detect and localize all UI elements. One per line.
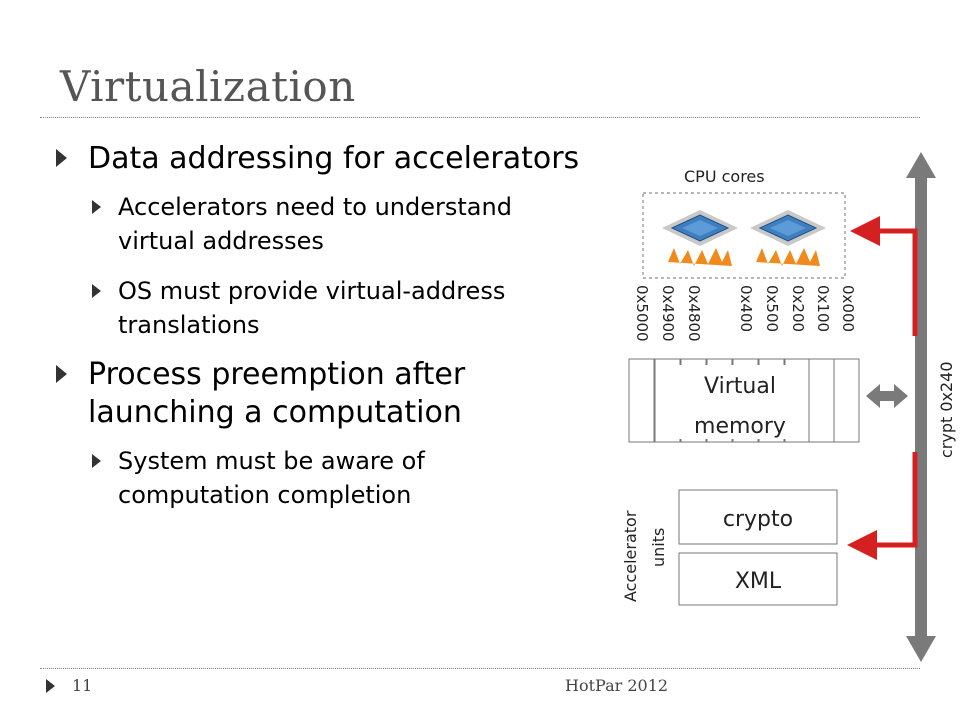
title-divider	[40, 117, 920, 118]
sub-bullet-line: translations	[118, 311, 260, 339]
crypto-accelerator-box	[678, 489, 838, 545]
sub-bullet-line: System must be aware of	[118, 447, 425, 475]
memory-address-label: 0x200	[789, 285, 807, 332]
cpu-cores-label: CPU cores	[684, 167, 765, 186]
bullet-process-preemption: Process preemption after launching a com…	[50, 356, 650, 432]
accelerator-units-label: units	[649, 528, 668, 567]
memory-address-label: 0x000	[839, 285, 857, 332]
memory-address-label: 0x500	[763, 285, 781, 332]
sub-bullet-line: virtual addresses	[118, 227, 324, 255]
bullet-text: Data addressing for accelerators	[88, 141, 580, 176]
xml-accelerator-box	[678, 552, 838, 606]
memory-address-label: 0x400	[737, 285, 755, 332]
sub-bullet-line: OS must provide virtual-address	[118, 277, 506, 305]
bullet-line: Process preemption after	[88, 357, 466, 392]
xml-accelerator-label: XML	[735, 569, 782, 594]
footer-triangle-icon	[46, 679, 55, 693]
page-number: 11	[72, 676, 93, 695]
bullet-list: Data addressing for accelerators Acceler…	[50, 140, 650, 512]
sub-bullet-triangle-icon	[92, 200, 101, 214]
system-bus	[906, 152, 936, 662]
memory-address-label: 0x4900	[659, 285, 677, 342]
bullet-line: launching a computation	[88, 395, 462, 430]
memory-address-label: 0x5000	[633, 285, 651, 342]
bullet-data-addressing: Data addressing for accelerators	[50, 140, 650, 178]
accelerator-units-label: Accelerator	[621, 510, 640, 602]
virtual-memory	[628, 358, 860, 443]
footer-divider	[40, 668, 920, 669]
bullet-triangle-icon	[56, 365, 67, 383]
memory-bus-arrow	[866, 384, 908, 408]
accelerator-bus-arrow	[847, 452, 918, 560]
slide-title: Virtualization	[60, 62, 356, 111]
bus-label: crypt 0x240	[937, 361, 956, 458]
cpu-chip-icon	[750, 210, 826, 266]
sub-bullet-os: OS must provide virtual-address translat…	[50, 274, 650, 342]
sub-bullet-triangle-icon	[92, 454, 101, 468]
virtual-memory-label: Virtual	[704, 374, 776, 399]
memory-address-label: 0x4800	[685, 285, 703, 342]
bullet-triangle-icon	[56, 149, 67, 167]
virtual-memory-label: memory	[694, 414, 786, 439]
crypto-accelerator-label: crypto	[723, 507, 793, 532]
sub-bullet-system: System must be aware of computation comp…	[50, 444, 650, 512]
sub-bullet-triangle-icon	[92, 284, 101, 298]
conference-label: HotPar 2012	[565, 676, 669, 695]
memory-address-label: 0x100	[814, 285, 832, 332]
cpu-chip-icon	[662, 210, 738, 266]
sub-bullet-line: computation completion	[118, 481, 412, 509]
cpu-bus-arrow	[850, 216, 918, 336]
sub-bullet-accelerators: Accelerators need to understand virtual …	[50, 190, 650, 258]
sub-bullet-line: Accelerators need to understand	[118, 193, 512, 221]
